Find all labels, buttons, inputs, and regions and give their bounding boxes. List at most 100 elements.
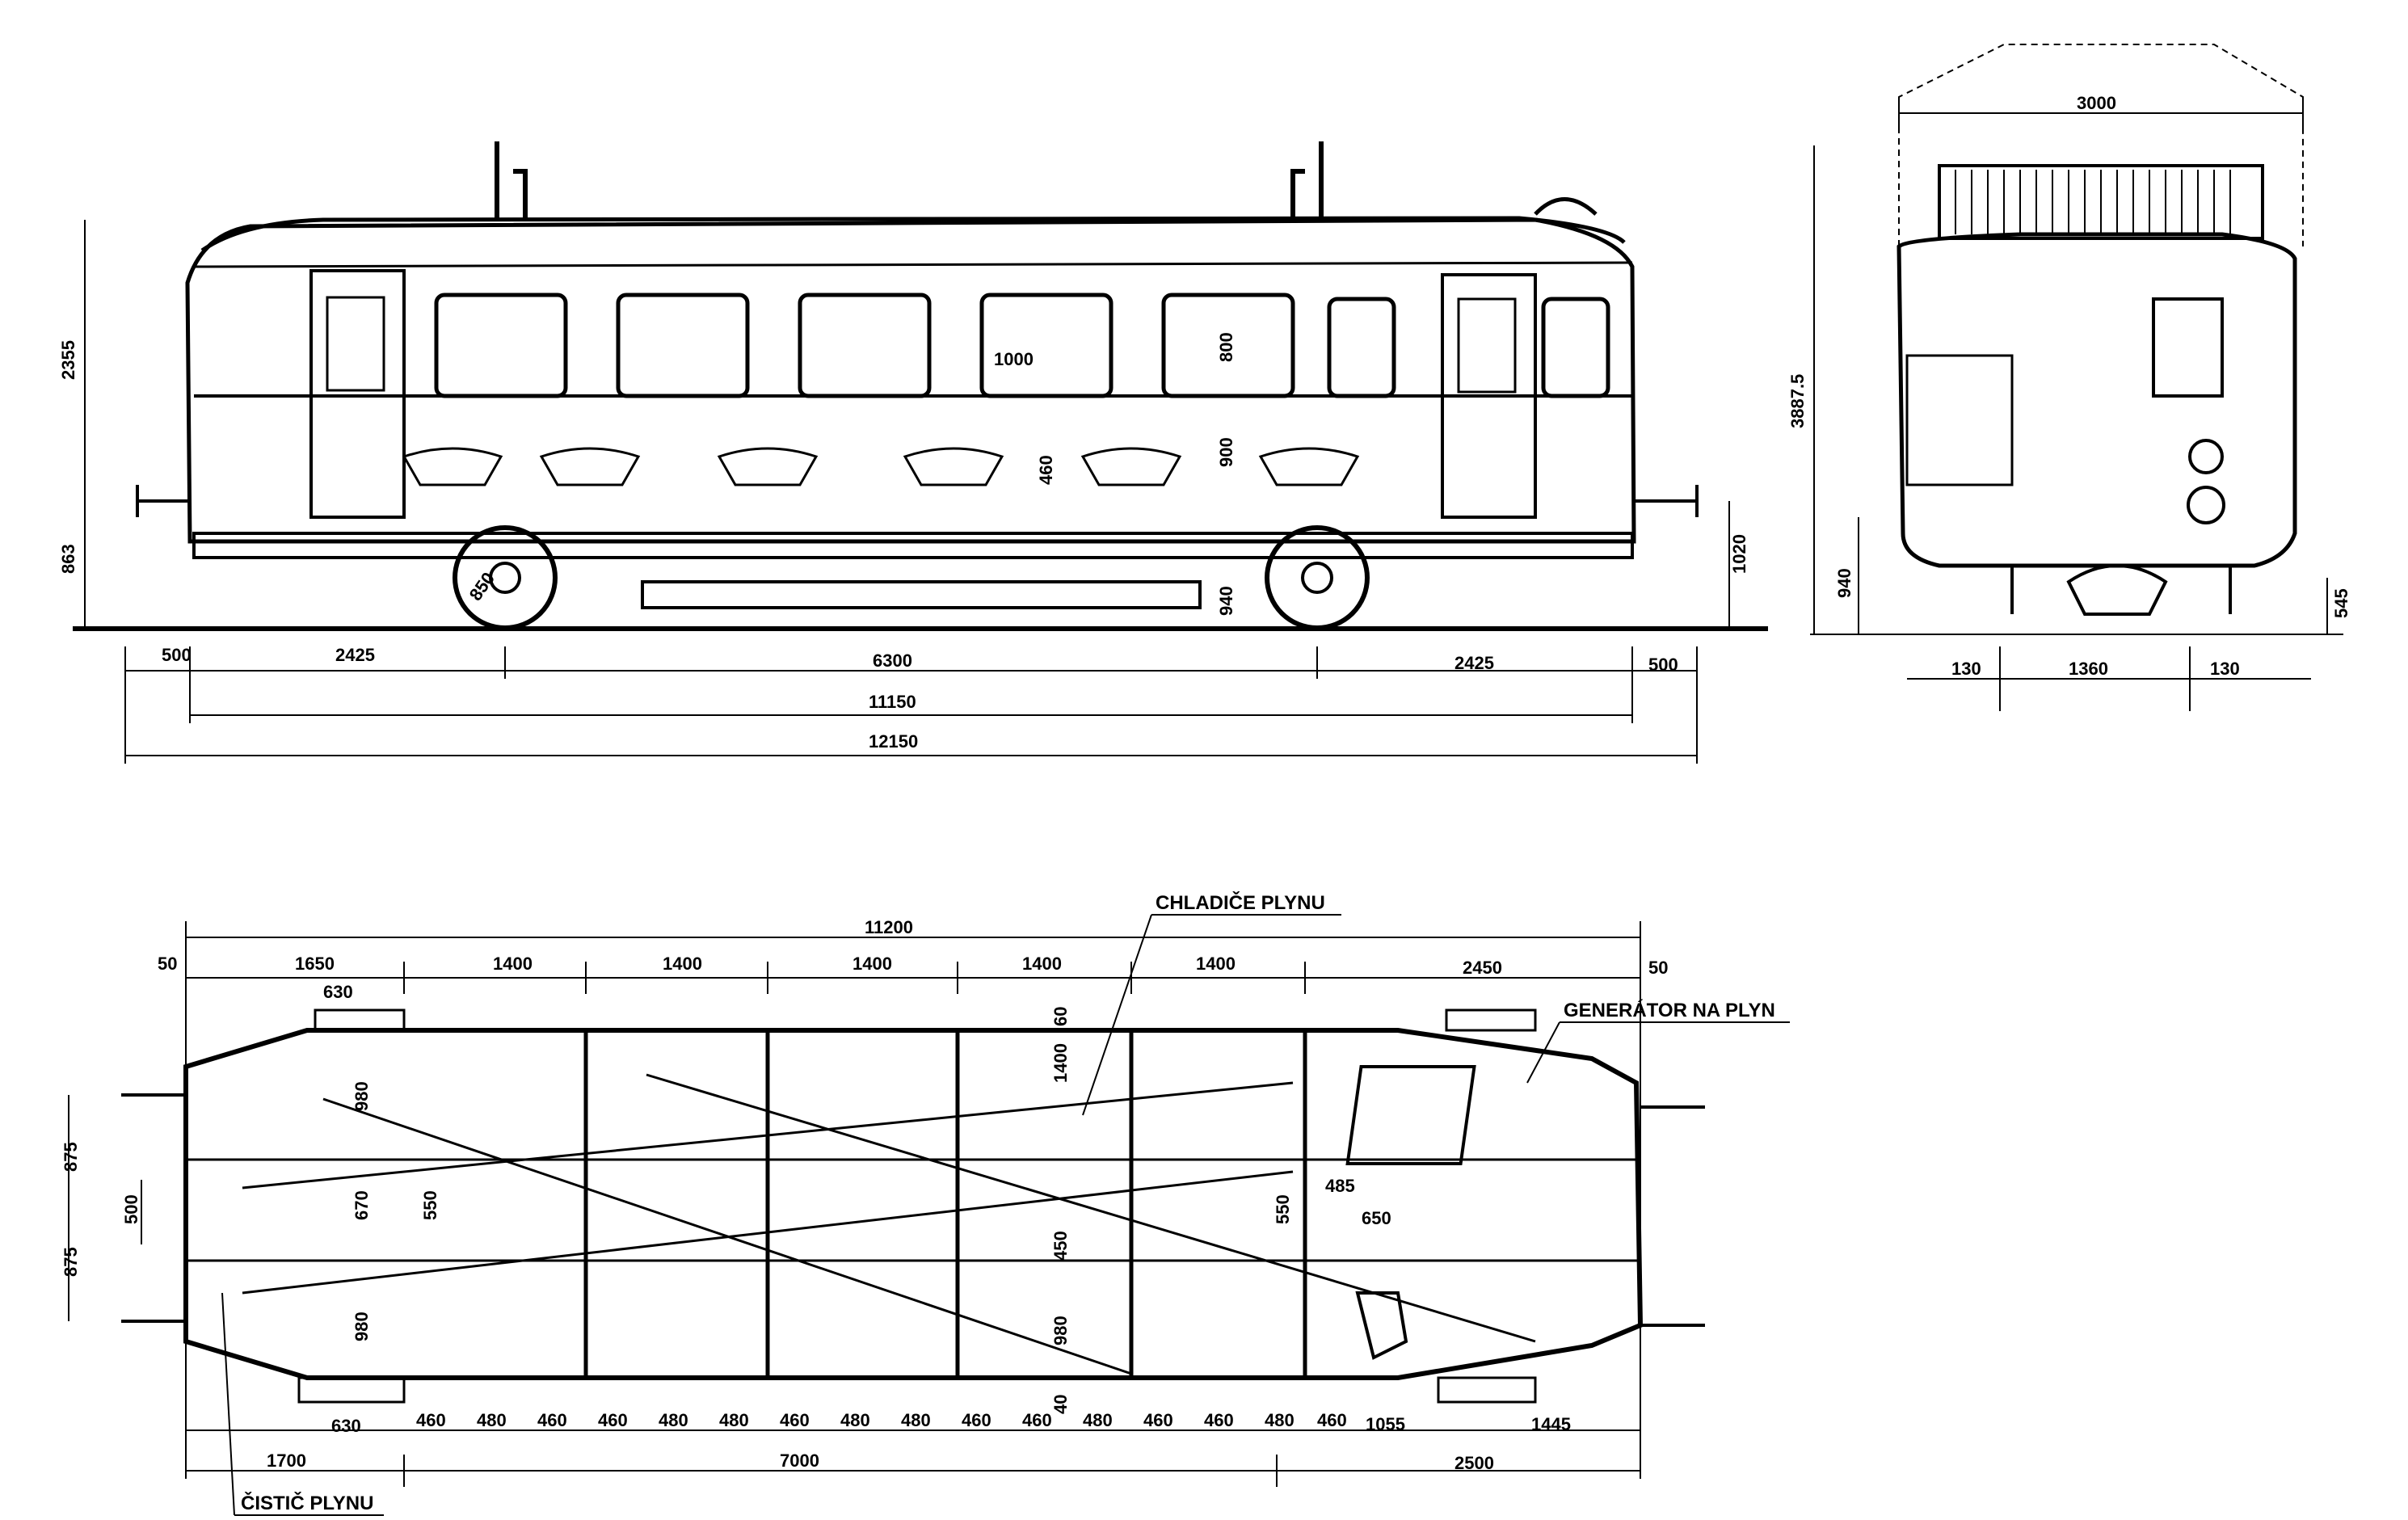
cornice-line: [193, 261, 1633, 268]
dim-bottom-4: 480: [659, 1410, 688, 1430]
gas-generator-box: [1345, 1065, 1476, 1165]
dim-plan-c1: 1400: [493, 954, 533, 974]
dim-plan-b: 1650: [295, 954, 335, 974]
end-view: 3000 3887.5 940 545 130 1360 130: [1787, 44, 2351, 711]
dim-wheel-dia: 940: [1216, 586, 1236, 616]
dim-axle-left: 2425: [335, 645, 375, 665]
dim-bottom-1: 480: [477, 1410, 507, 1430]
plan-dimension-lines: [68, 921, 1641, 1487]
dim-seat-height: 460: [1036, 455, 1056, 485]
dim-end-left: 500: [162, 645, 192, 665]
dim-window-width: 1000: [994, 349, 1034, 369]
dim-plan-e: 50: [1648, 958, 1668, 978]
dim-980-bottom: 980: [352, 1312, 372, 1341]
exhaust-stack-left: [495, 141, 528, 220]
end-dimension-lines: [1810, 97, 2343, 711]
plan-view: 11200 50 1650 1400 1400 1400 1400 1400 2…: [61, 891, 1790, 1516]
dim-bottom-3: 460: [598, 1410, 628, 1430]
door-window-right: [1457, 297, 1517, 394]
dim-670: 670: [352, 1190, 372, 1220]
dim-bottom-13: 460: [1204, 1410, 1234, 1430]
under-tank: [641, 580, 1202, 609]
label-generator: GENERÁTOR NA PLYN: [1564, 999, 1775, 1021]
dim-upper-height: 2355: [58, 340, 78, 380]
door-left: [309, 269, 406, 519]
window-5: [1161, 293, 1295, 398]
axle-left: [489, 562, 521, 594]
dim-630-top: 630: [323, 982, 353, 1002]
dim-60-top: 60: [1050, 1007, 1071, 1026]
dim-550-left: 550: [420, 1190, 440, 1220]
dim-980-mid: 980: [1050, 1316, 1071, 1345]
window-6: [1327, 297, 1396, 398]
dim-bottom-12: 460: [1143, 1410, 1173, 1430]
dim-plan-c4: 1400: [1022, 954, 1062, 974]
railcar-roof: [200, 216, 1626, 253]
roof-vent: [1534, 197, 1598, 216]
dim-980-top: 980: [352, 1081, 372, 1111]
dim-end-width: 3000: [2077, 93, 2116, 113]
radiator-fins: [1955, 170, 2231, 234]
dim-bottom-2: 460: [537, 1410, 567, 1430]
dim-coupler-height-end: 545: [2331, 588, 2351, 618]
dim-end-bottom-left: 130: [1951, 659, 1981, 679]
dim-plan-left-top: 875: [61, 1142, 81, 1172]
dim-bottom-14: 480: [1265, 1410, 1295, 1430]
dim-550-right: 550: [1273, 1194, 1293, 1224]
buffer-left: [136, 485, 187, 517]
label-gas-cleaner: ČISTIČ PLYNU: [241, 1492, 373, 1514]
dim-plan-c5: 1400: [1196, 954, 1236, 974]
dim-plan-c2: 1400: [663, 954, 702, 974]
dim-overall-length: 12150: [869, 731, 918, 752]
dim-bottom-total-right: 2500: [1454, 1453, 1494, 1473]
dim-seat-back: 900: [1216, 437, 1236, 467]
underframe-outline: [183, 1028, 1644, 1380]
dim-bottom-total-left: 1700: [267, 1451, 306, 1471]
door-window-left: [326, 296, 385, 392]
dim-bottom-15: 460: [1317, 1410, 1347, 1430]
window-4: [979, 293, 1113, 398]
dim-end-bottom-center: 1360: [2069, 659, 2108, 679]
dim-1400: 1400: [1050, 1043, 1071, 1083]
dim-plan-a: 50: [158, 954, 177, 974]
dim-plan-c3: 1400: [852, 954, 892, 974]
plan-bottom-dims: 460 480 460 460 480 480 460 480 480 460 …: [416, 1410, 1347, 1430]
window-1: [434, 293, 568, 398]
dim-bottom-total-center: 7000: [780, 1451, 819, 1471]
side-dimension-lines: [84, 220, 1730, 764]
dim-650: 650: [1362, 1208, 1391, 1228]
window-2: [616, 293, 750, 398]
dim-485: 485: [1325, 1176, 1355, 1196]
side-view: 500 2425 6300 2425 500 11150 12150 2355 …: [58, 141, 1768, 764]
dim-bottom-0: 460: [416, 1410, 446, 1430]
dim-plan-left-bottom: 875: [61, 1247, 81, 1277]
dim-buffer-height: 940: [1834, 568, 1854, 598]
engine-grille: [2152, 297, 2224, 398]
dim-630-bottom: 630: [331, 1416, 361, 1436]
wheel-left: [453, 525, 558, 630]
dim-end-right: 500: [1648, 655, 1678, 675]
dim-450: 450: [1050, 1231, 1071, 1261]
dim-axle-right: 2425: [1454, 653, 1494, 673]
dim-bottom-7: 480: [840, 1410, 870, 1430]
seats: [402, 447, 1360, 486]
door-right: [1441, 273, 1537, 519]
roof-radiator: [1938, 164, 2264, 240]
dim-bottom-extra-left: 1055: [1366, 1414, 1405, 1434]
dim-bottom-10: 460: [1022, 1410, 1052, 1430]
exhaust-stack-right: [1290, 141, 1324, 218]
dim-bottom-8: 480: [901, 1410, 931, 1430]
dim-window-height: 800: [1216, 332, 1236, 362]
dim-body-length: 11150: [869, 692, 916, 712]
axle-right: [1301, 562, 1333, 594]
window-7: [1541, 297, 1610, 398]
dim-plan-d: 2450: [1463, 958, 1502, 978]
dim-lower-height: 863: [58, 544, 78, 574]
dim-end-bottom-right: 130: [2210, 659, 2240, 679]
cross-members: [583, 1030, 1307, 1378]
dim-wheelbase: 6300: [873, 651, 912, 671]
buffer-right: [1634, 485, 1699, 517]
dim-end-height: 3887.5: [1787, 374, 1808, 428]
dim-bottom-9: 460: [962, 1410, 991, 1430]
